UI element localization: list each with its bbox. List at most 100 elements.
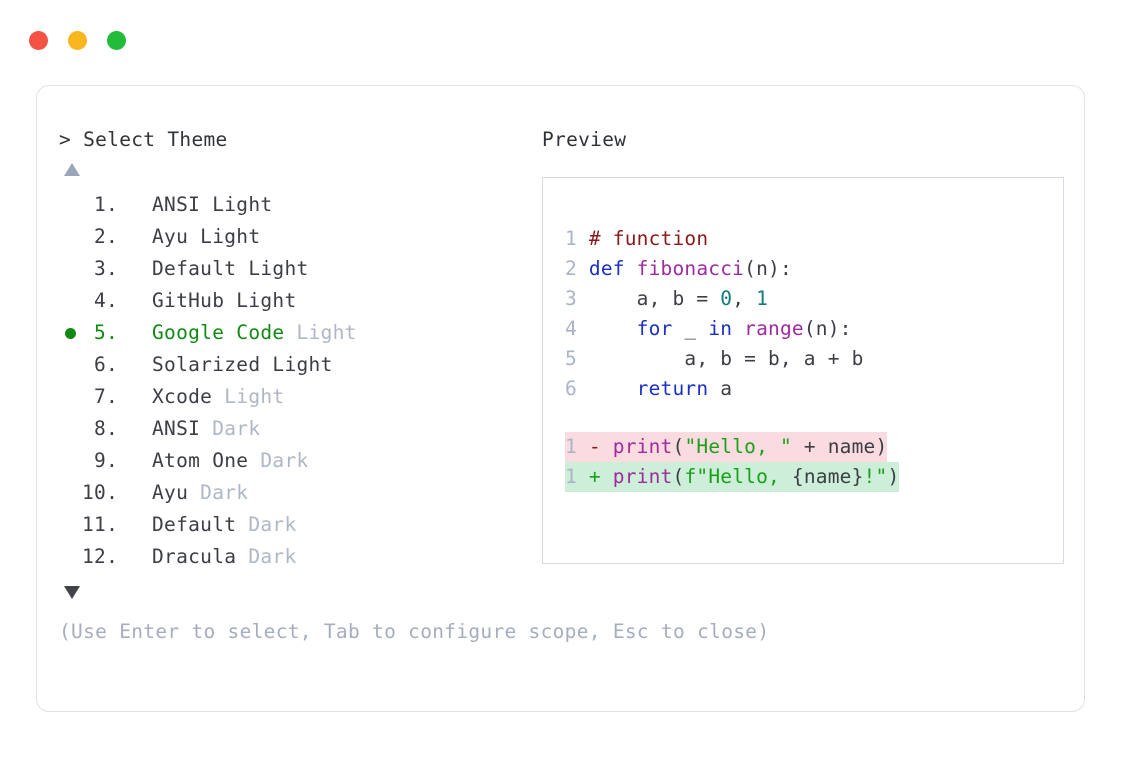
scroll-up-row[interactable] <box>59 160 529 188</box>
theme-variant: Light <box>224 384 285 408</box>
theme-variant: Light <box>200 224 261 248</box>
code-token: print <box>612 434 673 458</box>
prompt-marker: > <box>59 128 72 151</box>
code-token: for <box>636 316 673 340</box>
code-token: f"Hello, <box>684 464 792 488</box>
theme-list-item[interactable]: 12. Dracula Dark <box>59 541 529 573</box>
diff-sign: - <box>588 434 613 458</box>
theme-name: Ayu Light <box>152 224 261 248</box>
diff-line-wrap: 1 + print(f"Hello, {name}!") <box>565 461 900 492</box>
code-token: ( <box>672 464 685 488</box>
code-token: return <box>636 376 709 400</box>
line-number: 1 <box>565 464 589 488</box>
code-token: 0 <box>720 286 733 310</box>
code-line: 2 def fibonacci(n): <box>565 254 899 284</box>
code-token: ) <box>887 464 900 488</box>
theme-variant: Dark <box>212 416 261 440</box>
theme-list-item[interactable]: 8. ANSI Dark <box>59 413 529 445</box>
theme-variant: Light <box>272 352 333 376</box>
theme-index: 4. <box>94 288 119 312</box>
theme-list-item[interactable]: 10. Ayu Dark <box>59 477 529 509</box>
code-token: 1 <box>756 286 769 310</box>
keyboard-hint: (Use Enter to select, Tab to configure s… <box>59 620 770 643</box>
code-token <box>732 317 744 340</box>
theme-index: 5. <box>94 320 119 344</box>
theme-list-item[interactable]: 7. Xcode Light <box>59 381 529 413</box>
theme-list-item[interactable]: 5.Google Code Light <box>59 317 529 349</box>
line-number: 1 <box>565 226 589 250</box>
theme-name: Default Dark <box>152 512 297 536</box>
theme-name: Ayu Dark <box>152 480 249 504</box>
code-token <box>589 317 637 340</box>
theme-variant: Light <box>212 192 273 216</box>
minimize-button[interactable] <box>68 31 87 50</box>
theme-list-item[interactable]: 3.Default Light <box>59 253 529 285</box>
theme-variant: Light <box>296 320 357 344</box>
theme-name: Xcode Light <box>152 384 285 408</box>
code-token: {name} <box>791 464 864 488</box>
line-number: 4 <box>565 316 589 340</box>
triangle-down-icon[interactable] <box>64 585 80 599</box>
code-line: 1 # function <box>565 224 899 254</box>
code-token: _ <box>672 316 709 340</box>
line-number: 5 <box>565 346 589 370</box>
theme-name: ANSI Dark <box>152 416 261 440</box>
code-token: + name) <box>791 434 888 458</box>
theme-variant: Light <box>236 288 297 312</box>
code-token: "Hello, " <box>684 434 792 458</box>
code-line: 3 a, b = 0, 1 <box>565 284 899 314</box>
theme-list-item[interactable]: 2. Ayu Light <box>59 221 529 253</box>
line-number: 1 <box>565 434 589 458</box>
theme-name: ANSI Light <box>152 192 273 216</box>
code-token: a <box>708 376 733 400</box>
theme-index: 9. <box>94 448 119 472</box>
line-number: 6 <box>565 376 589 400</box>
triangle-up-icon[interactable] <box>64 162 80 176</box>
code-token: in <box>708 316 733 340</box>
maximize-button[interactable] <box>107 31 126 50</box>
theme-list-item[interactable]: 6. Solarized Light <box>59 349 529 381</box>
code-token: (n): <box>744 256 792 280</box>
theme-name: Solarized Light <box>152 352 333 376</box>
close-button[interactable] <box>29 31 48 50</box>
theme-index: 7. <box>94 384 119 408</box>
theme-name: Dracula Dark <box>152 544 297 568</box>
theme-index: 10. <box>82 480 119 504</box>
theme-variant: Light <box>248 256 309 280</box>
theme-picker-card: > Select Theme 1. ANSI Light 2. Ayu Light 3.… <box>36 85 1085 712</box>
code-token: (n): <box>803 316 852 340</box>
diff-line-minus: 1 - print("Hello, " + name) <box>565 431 888 462</box>
code-line: 4 for _ in range(n): <box>565 314 899 344</box>
code-token: print <box>612 464 673 488</box>
theme-list-item[interactable]: 4. GitHub Light <box>59 285 529 317</box>
theme-index: 1. <box>94 192 119 216</box>
theme-list-panel: > Select Theme 1. ANSI Light 2. Ayu Light 3.… <box>59 130 529 611</box>
theme-index: 6. <box>94 352 119 376</box>
theme-index: 8. <box>94 416 119 440</box>
window-controls <box>29 31 126 50</box>
theme-variant: Dark <box>200 480 249 504</box>
theme-list-item[interactable]: 11. Default Dark <box>59 509 529 541</box>
diff-line-wrap: 1 - print("Hello, " + name) <box>565 431 899 462</box>
scroll-down-row[interactable] <box>59 583 529 611</box>
theme-index: 12. <box>82 544 119 568</box>
line-number: 3 <box>565 286 589 310</box>
theme-index: 11. <box>82 512 119 536</box>
page-title: > Select Theme <box>59 130 529 150</box>
theme-index: 3. <box>94 256 119 280</box>
selected-bullet-icon <box>65 327 76 339</box>
theme-name: Atom One Dark <box>152 448 309 472</box>
code-token: a, b = b, a + b <box>588 346 864 370</box>
theme-variant: Dark <box>248 512 297 536</box>
code-token: a, b = <box>588 286 721 310</box>
code-line: 6 return a <box>565 374 899 404</box>
theme-name: GitHub Light <box>152 288 297 312</box>
theme-index: 2. <box>94 224 119 248</box>
code-token: , <box>732 286 757 310</box>
theme-list-item[interactable]: 9. Atom One Dark <box>59 445 529 477</box>
code-token: # function <box>588 226 709 250</box>
theme-list-item[interactable]: 1. ANSI Light <box>59 189 529 221</box>
